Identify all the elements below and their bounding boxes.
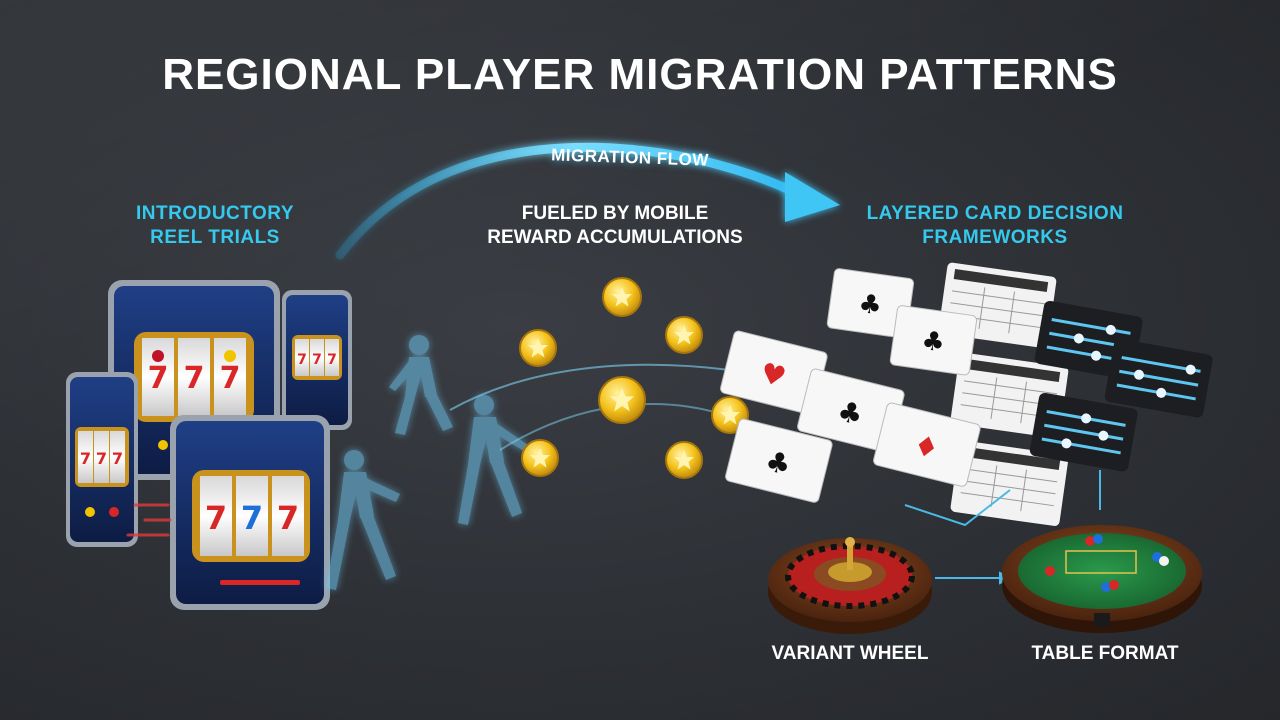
stage-fuel-label: FUELED BY MOBILE REWARD ACCUMULATIONS	[455, 202, 775, 250]
playing-card-icon: ♦	[873, 402, 981, 487]
playing-card-icon: ♣	[725, 418, 833, 503]
roulette-wheel-icon	[768, 537, 932, 634]
svg-text:7: 7	[112, 449, 123, 468]
svg-text:♣: ♣	[920, 326, 947, 359]
coin-star-icon	[665, 316, 703, 354]
coin-star-icon	[519, 329, 557, 367]
stage-layered-label: LAYERED CARD DECISION FRAMEWORKS	[840, 202, 1150, 250]
playing-card-icon: ♣	[797, 368, 905, 453]
coin-star-icon	[598, 376, 646, 424]
playing-card-icon: ♣	[826, 268, 915, 339]
svg-text:7: 7	[297, 352, 307, 368]
runner-silhouette-icon	[326, 450, 400, 590]
arrow-head-icon	[785, 172, 840, 222]
runner-silhouette-icon	[458, 395, 528, 525]
svg-text:7: 7	[312, 352, 322, 368]
svg-text:7: 7	[184, 361, 205, 396]
stage-fuel-line2: REWARD ACCUMULATIONS	[487, 227, 743, 248]
phone-left: 7 7 7	[66, 372, 138, 547]
coin-star-icon	[665, 441, 703, 479]
svg-text:7: 7	[80, 449, 91, 468]
slot-devices-cluster: 7 7 7 7 7 7	[66, 280, 352, 610]
svg-text:7: 7	[148, 361, 169, 396]
table-format-label: TABLE FORMAT	[1031, 643, 1179, 664]
coin-star-icon	[602, 277, 642, 317]
migration-flow-arrow	[335, 142, 840, 260]
slider-panel	[1029, 392, 1138, 472]
svg-text:7: 7	[277, 499, 299, 537]
tablet-front: 7 7 7	[170, 415, 330, 610]
variant-wheel-label: VARIANT WHEEL	[771, 643, 929, 664]
stage-intro-label: INTRODUCTORY REEL TRIALS	[105, 202, 325, 250]
stage-layered-line1: LAYERED CARD DECISION	[866, 203, 1124, 224]
poker-table-icon	[1002, 525, 1202, 633]
runner-silhouettes	[326, 335, 528, 590]
playing-card-icon: ♣	[889, 305, 978, 376]
card-decision-frameworks: ♣ ♣ ♥ ♣ ♦ ♣	[720, 262, 1213, 526]
runner-silhouette-icon	[389, 335, 453, 435]
slot-reel-icon: 7 7 7	[134, 332, 254, 422]
stage-intro-line1: INTRODUCTORY	[136, 203, 294, 224]
svg-text:7: 7	[327, 352, 337, 368]
page-title: REGIONAL PLAYER MIGRATION PATTERNS	[162, 50, 1118, 99]
stage-fuel-line1: FUELED BY MOBILE	[521, 203, 709, 224]
sheet-panel	[950, 440, 1069, 526]
stage-intro-line2: REEL TRIALS	[150, 227, 280, 248]
svg-text:♣: ♣	[857, 289, 884, 322]
reward-coins	[449, 277, 749, 479]
slider-panel	[1104, 338, 1213, 418]
svg-text:7: 7	[220, 361, 241, 396]
playing-card-icon: ♥	[720, 330, 828, 415]
stage-layered-line2: FRAMEWORKS	[922, 227, 1068, 248]
coin-star-icon	[521, 439, 559, 477]
phone-right: 7 7 7	[282, 290, 352, 430]
svg-text:7: 7	[241, 499, 263, 537]
svg-text:7: 7	[205, 499, 227, 537]
svg-text:7: 7	[96, 449, 107, 468]
